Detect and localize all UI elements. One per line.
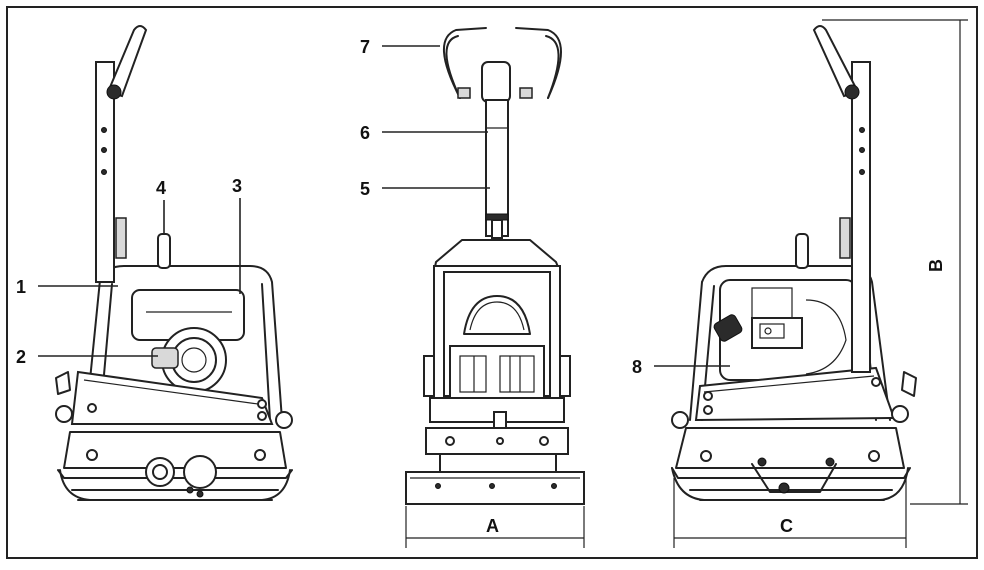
callout-2: 2	[16, 347, 158, 367]
dimension-a: A	[405, 506, 585, 548]
callout-1: 1	[16, 277, 118, 297]
right-view-machine	[671, 25, 917, 501]
callout-6: 6	[360, 123, 488, 143]
dimension-c-label: C	[780, 516, 793, 536]
callout-3-label: 3	[232, 176, 242, 196]
callout-2-label: 2	[16, 347, 26, 367]
callout-6-label: 6	[360, 123, 370, 143]
diagram-border	[6, 6, 978, 559]
callout-5: 5	[360, 179, 490, 199]
dimension-c: C	[673, 478, 907, 548]
callout-8: 8	[632, 357, 730, 377]
callout-1-label: 1	[16, 277, 26, 297]
callout-4: 4	[156, 178, 166, 234]
callout-4-label: 4	[156, 178, 166, 198]
callout-8-label: 8	[632, 357, 642, 377]
dimension-b-label: B	[926, 259, 946, 272]
center-view-machine	[405, 27, 585, 505]
dimension-a-label: A	[486, 516, 499, 536]
callout-3: 3	[232, 176, 242, 294]
callout-7-label: 7	[360, 37, 370, 57]
dimension-b: B	[822, 19, 968, 505]
callout-7: 7	[360, 37, 440, 57]
left-view-machine	[55, 25, 293, 501]
callout-5-label: 5	[360, 179, 370, 199]
